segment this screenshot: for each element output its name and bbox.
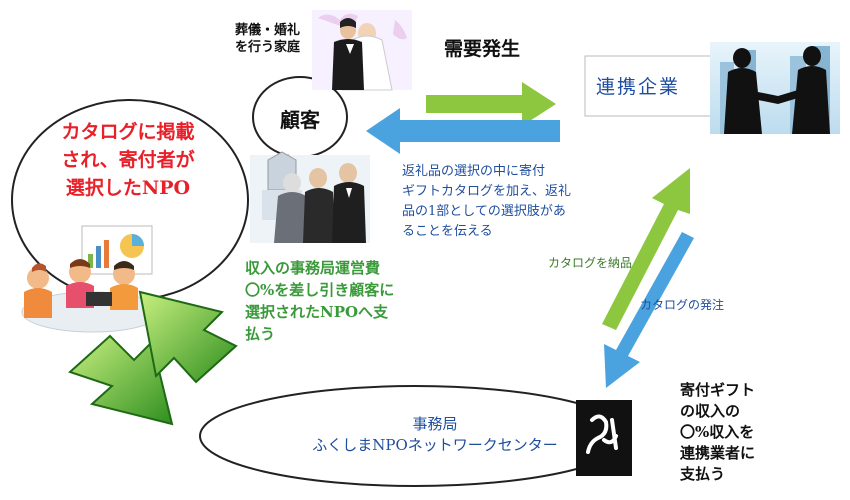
npo-team-icon	[21, 225, 163, 333]
donation-text: 寄付ギフト の収入の 〇%収入を 連携業者に 支払う	[680, 381, 756, 483]
payment-npo-text: 収入の事務局運営費 〇%を差し引き顧客に 選択されたNPOへ支 払う	[245, 259, 395, 343]
handshake-business-icon	[710, 42, 840, 134]
catalog-order-label: カタログの発注	[640, 298, 725, 312]
secretariat-text: 事務局 ふくしまNPOネットワークセンター	[312, 415, 558, 454]
arrow-catalog-delivery	[602, 168, 690, 330]
funeral-family-icon	[250, 151, 370, 243]
npo-circle-text: カタログに掲載 され、寄付者が 選択したNPO	[61, 121, 195, 199]
customer-label: 顧客	[280, 108, 320, 132]
demand-label: 需要発生	[444, 38, 521, 60]
arrow-customer-to-partner	[426, 82, 556, 126]
families-label: 葬儀・婚礼 を行う家庭	[235, 23, 301, 55]
wedding-couple-icon	[312, 10, 412, 91]
logo-seal-icon	[576, 400, 632, 476]
explain-text: 返礼品の選択の中に寄付 ギフトカタログを加え、返礼 品の1部としての選択肢があ …	[402, 164, 572, 239]
arrow-partner-to-customer	[366, 108, 560, 154]
catalog-delivery-label: カタログを納品	[548, 256, 633, 270]
arrow-payment-up	[138, 290, 238, 384]
partner-label: 連携企業	[596, 76, 681, 98]
arrow-catalog-order	[604, 232, 694, 388]
arrow-payment-down	[68, 334, 174, 426]
